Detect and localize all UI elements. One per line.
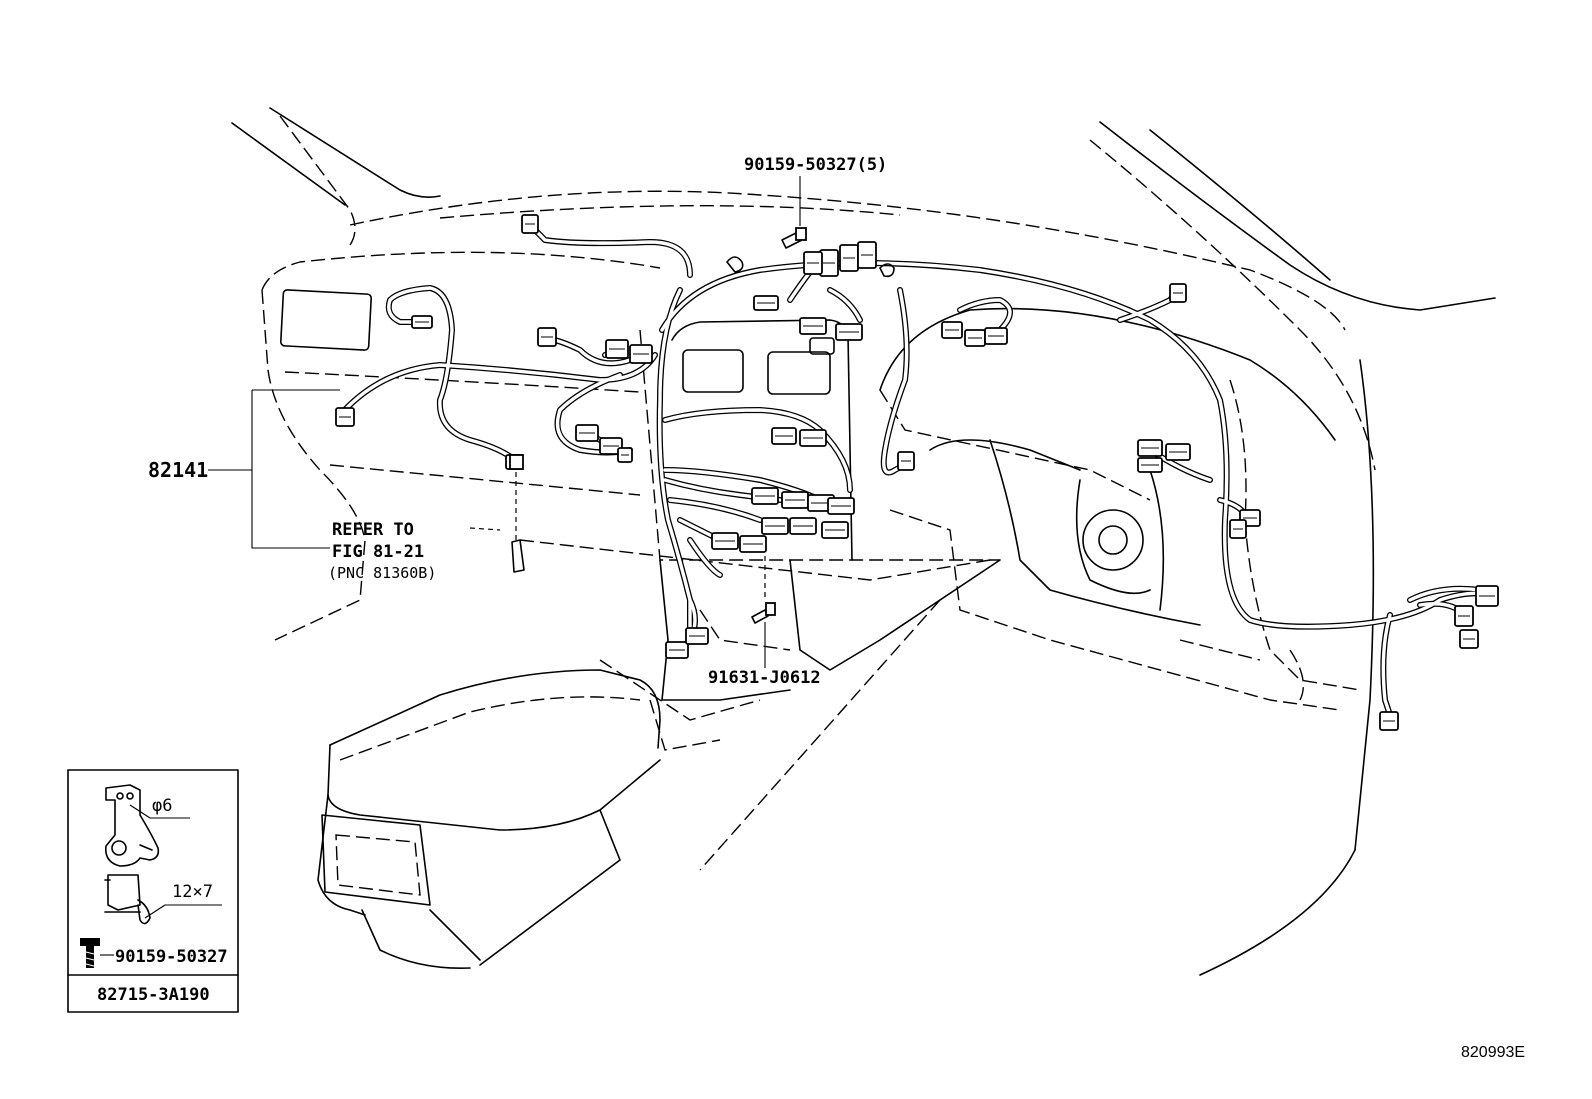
bolt-90159-50327 [726, 227, 895, 278]
leader-lines [208, 176, 801, 668]
harness-wire [527, 222, 693, 278]
center-console [317, 669, 661, 969]
figure-code: 820993E [1461, 1044, 1525, 1061]
harness-connectors [335, 214, 1499, 731]
harness-wire-fill [882, 288, 910, 475]
harness-wire-fill [668, 498, 762, 522]
refer-fig-text: FIG 81-21 [332, 542, 424, 562]
harness-wire-fill [1408, 587, 1482, 602]
harness-wire-fill [387, 286, 432, 324]
harness-wire-fill [688, 538, 722, 577]
harness-part-number: 82141 [148, 458, 208, 482]
inset-bolt-part-number: 90159-50327 [115, 947, 228, 967]
harness-wire-fill [828, 288, 862, 322]
harness-wire-fill [1381, 613, 1392, 717]
harness-wire [427, 285, 518, 463]
lower-bolt-part-number: 91631-J0612 [708, 668, 821, 688]
hole-diameter-label: φ6 [152, 796, 172, 816]
harness-wire-fill [528, 223, 692, 277]
harness-wire-fill [338, 353, 657, 417]
harness-clip [509, 454, 525, 573]
bracket-inset: φ6 12×7 90159-50327 82715-3A190 [67, 769, 239, 1013]
callout-labels: 82141 REFER TO FIG 81-21 (PNC 81360B) 90… [148, 155, 887, 688]
bolt-91631-J0612 [751, 602, 776, 624]
slot-size-label: 12×7 [172, 882, 213, 902]
bracket-part-number: 82715-3A190 [97, 985, 210, 1005]
bolt-icon [80, 938, 100, 968]
top-bolt-part-number: 90159-50327(5) [744, 155, 887, 175]
harness-wire-fill [663, 408, 852, 492]
harness-wire-fill [663, 478, 782, 502]
harness-wire-fill [958, 298, 1012, 332]
harness-wire-fill [428, 286, 517, 462]
harness-wire-fill [788, 270, 812, 302]
bracket-drawing [80, 784, 222, 968]
harness-wire [827, 287, 863, 323]
harness-wire-fill [657, 288, 692, 642]
refer-pnc-text: (PNC 81360B) [328, 564, 436, 582]
wire-harness [337, 222, 1493, 718]
refer-to-text: REFER TO [332, 520, 414, 540]
